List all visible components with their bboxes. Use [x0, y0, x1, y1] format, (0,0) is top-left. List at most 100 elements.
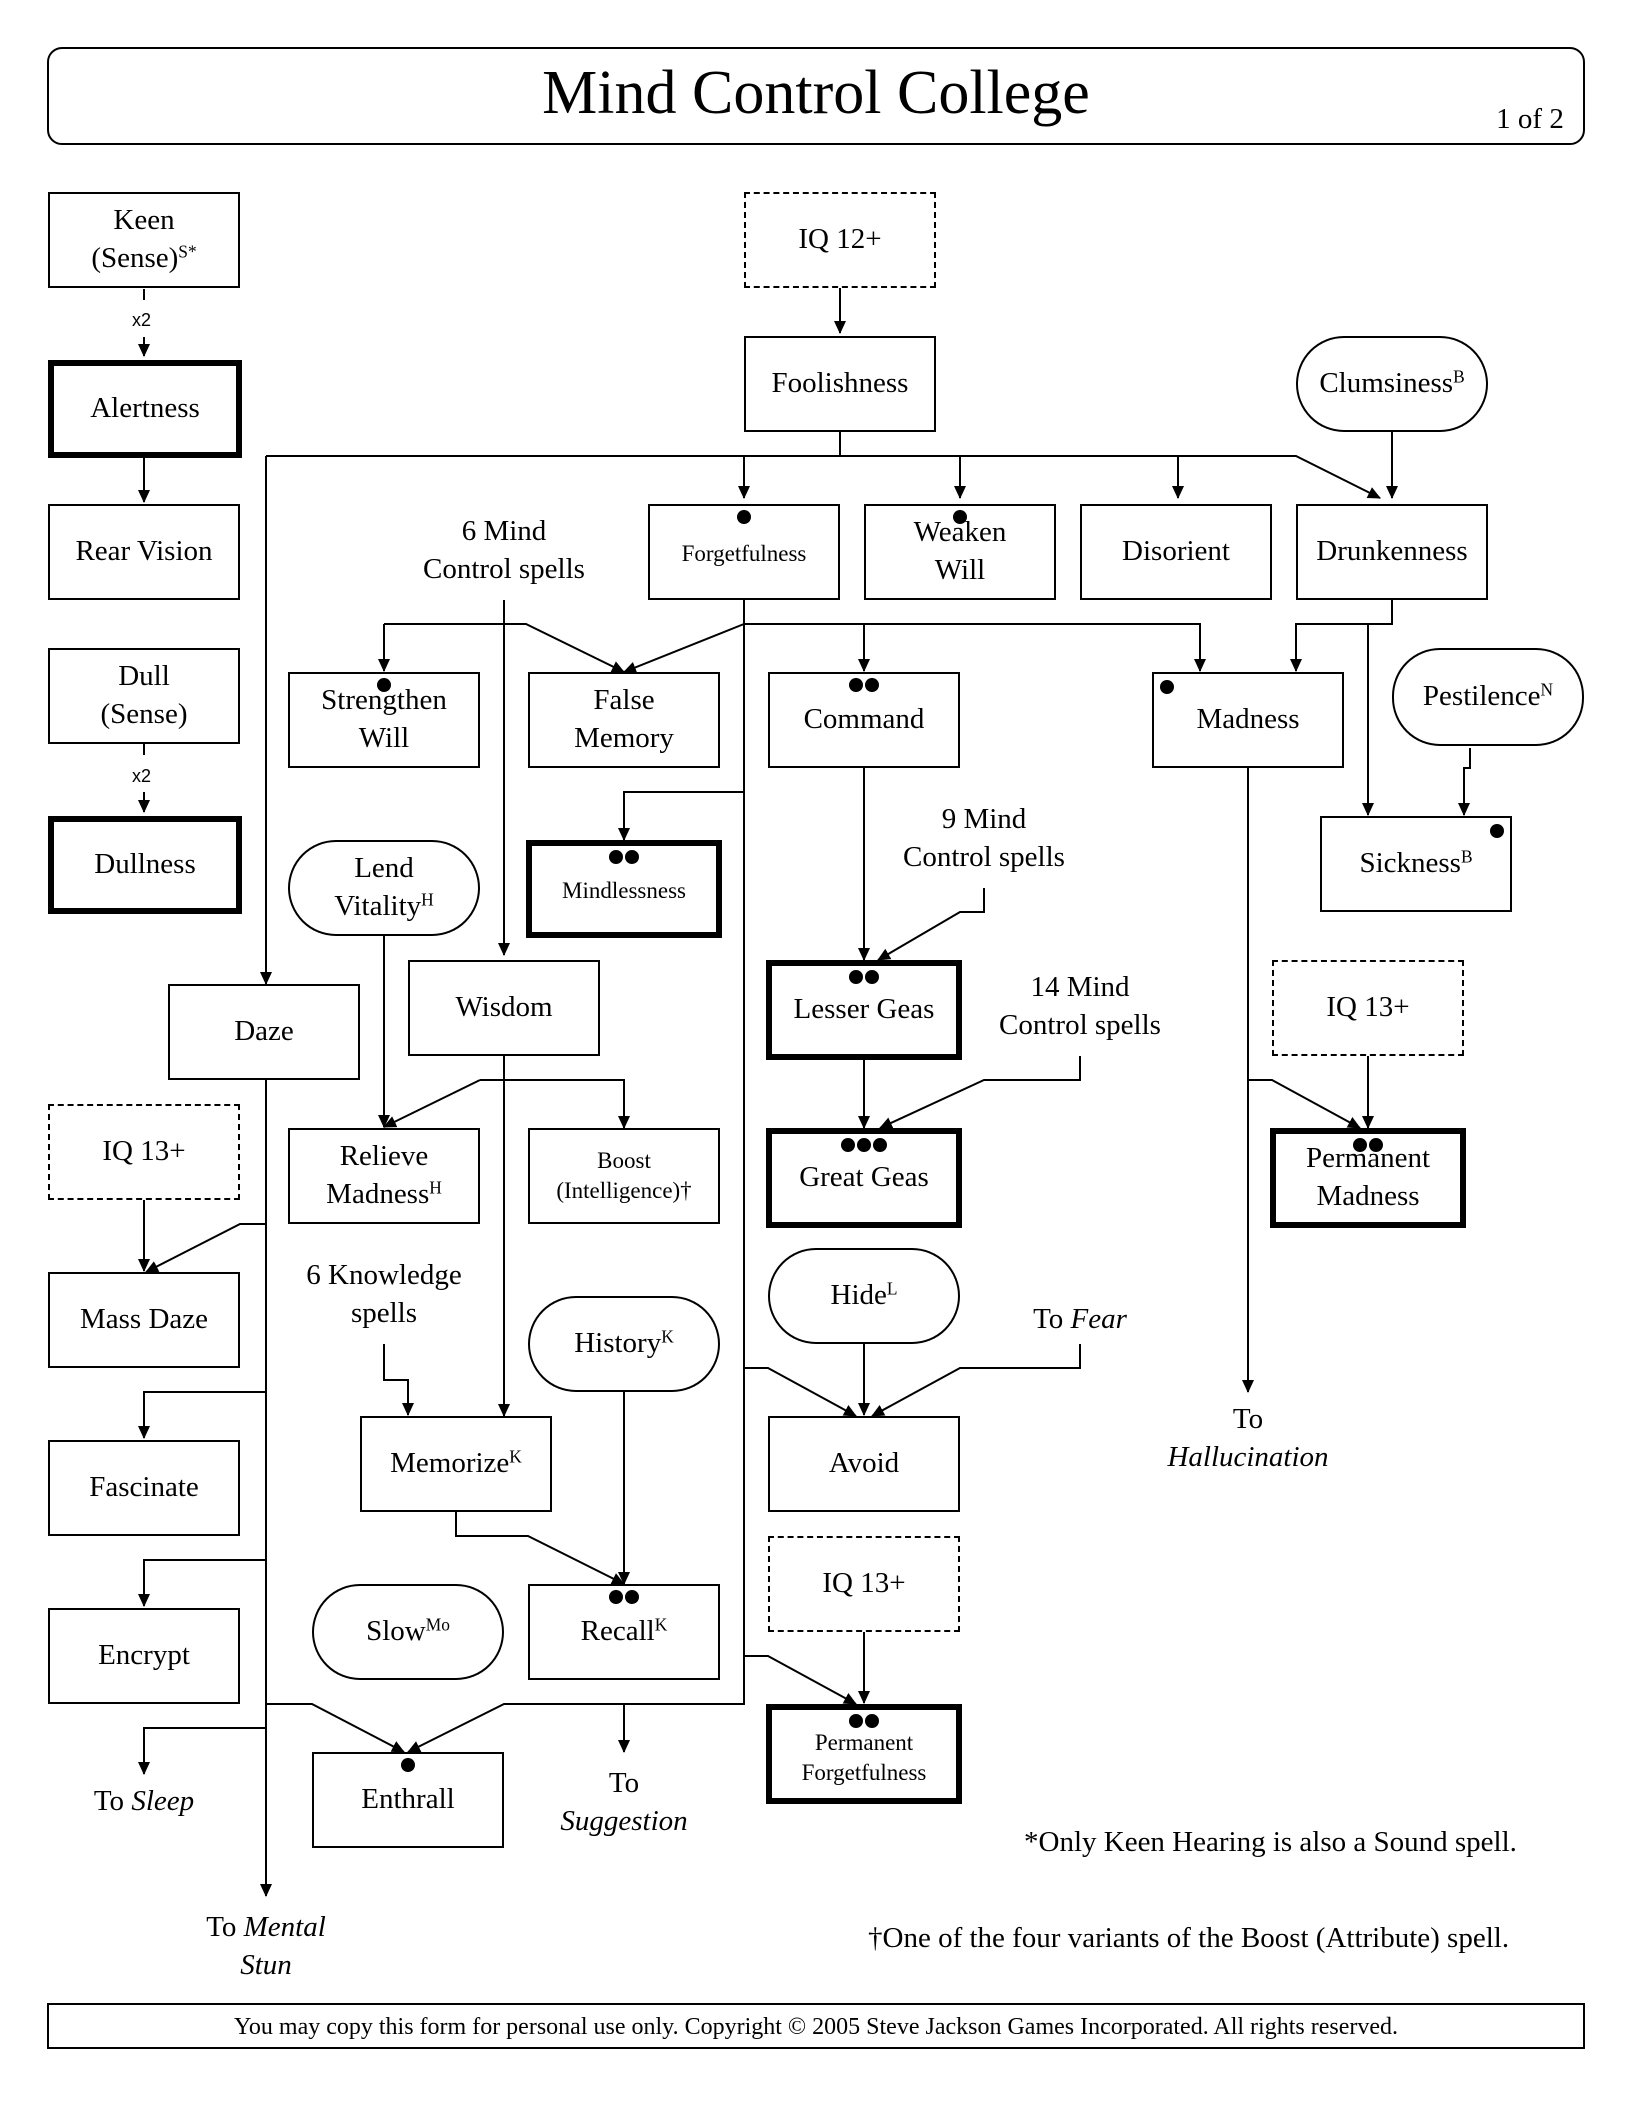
spell-mass-daze[interactable]: Mass Daze	[48, 1272, 240, 1368]
spell-name: Keen	[113, 204, 175, 237]
spell-name: Relieve	[339, 1140, 429, 1173]
spell-enthrall[interactable]: Enthrall	[312, 1752, 504, 1848]
spell-name: Slow	[366, 1615, 426, 1648]
spell-great-geas[interactable]: Great Geas	[766, 1128, 962, 1228]
prereq-dots	[532, 850, 716, 868]
spell-superscript: N	[1540, 679, 1554, 700]
spell-name: Rear Vision	[75, 535, 213, 568]
spell-madness[interactable]: Madness	[1152, 672, 1344, 768]
spell-name: Dull	[118, 660, 170, 693]
multiplier-label: x2	[132, 766, 152, 786]
spell-name: Pestilence	[1422, 680, 1541, 713]
spell-name: Lend	[354, 852, 414, 885]
spell-name: Alertness	[90, 392, 200, 425]
prereq-dots	[1276, 1138, 1460, 1156]
spell-memorize[interactable]: MemorizeK	[360, 1416, 552, 1512]
spell-name: Command	[803, 703, 925, 736]
spell-clumsiness[interactable]: ClumsinessB	[1296, 336, 1488, 432]
spell-name: Fascinate	[89, 1471, 199, 1504]
spell-drunkenness[interactable]: Drunkenness	[1296, 504, 1488, 600]
spell-name: Forgetfulness	[681, 541, 807, 567]
spell-superscript: K	[654, 1614, 668, 1635]
spell-mindlessness[interactable]: Mindlessness	[526, 840, 722, 938]
spell-fascinate[interactable]: Fascinate	[48, 1440, 240, 1536]
prereq-dot	[1490, 824, 1504, 838]
prereq-dots	[772, 1714, 956, 1732]
prereq-dots	[772, 970, 956, 988]
spell-disorient[interactable]: Disorient	[1080, 504, 1272, 600]
spell-keen-sense[interactable]: Keen (Sense)S*	[48, 192, 240, 288]
spell-wisdom[interactable]: Wisdom	[408, 960, 600, 1056]
spell-pestilence[interactable]: PestilenceN	[1392, 648, 1584, 746]
spell-name-line2: (Sense)	[91, 242, 179, 274]
spell-lesser-geas[interactable]: Lesser Geas	[766, 960, 962, 1060]
spell-name: Encrypt	[98, 1639, 190, 1672]
spell-name: Avoid	[828, 1447, 900, 1480]
footnote-keen: *Only Keen Hearing is also a Sound spell…	[1024, 1826, 1517, 1858]
spell-superscript: K	[509, 1446, 522, 1467]
label-to-sleep: To Sleep	[93, 1785, 195, 1817]
spell-name: Great Geas	[799, 1161, 929, 1194]
spell-name: Hide	[830, 1279, 887, 1312]
spell-name-line2: (Sense)	[100, 698, 188, 730]
spell-encrypt[interactable]: Encrypt	[48, 1608, 240, 1704]
spell-history[interactable]: HistoryK	[528, 1296, 720, 1392]
spell-name: Memorize	[390, 1447, 510, 1480]
label-to-fear: To Fear	[1033, 1303, 1127, 1335]
spell-dull-sense[interactable]: Dull (Sense)	[48, 648, 240, 744]
spell-foolishness[interactable]: Foolishness	[744, 336, 936, 432]
prereq-text: IQ 13+	[1326, 991, 1410, 1024]
spell-name: Mindlessness	[562, 878, 686, 904]
page-title: Mind Control College	[542, 59, 1090, 127]
spell-recall[interactable]: RecallK	[528, 1584, 720, 1680]
spell-name: Foolishness	[771, 367, 909, 400]
spell-name-line2: Memory	[574, 722, 674, 754]
spell-alertness[interactable]: Alertness	[48, 360, 242, 458]
spell-name: Dullness	[94, 848, 196, 881]
spell-name: Sickness	[1359, 847, 1461, 880]
spell-name: Clumsiness	[1319, 367, 1454, 400]
header-frame	[47, 47, 1585, 145]
spell-superscript: S*	[178, 241, 197, 262]
spell-dullness[interactable]: Dullness	[48, 816, 242, 914]
prereq-dots	[314, 1758, 502, 1776]
spell-sickness[interactable]: SicknessB	[1320, 816, 1512, 912]
spell-name: Madness	[1196, 703, 1300, 736]
prereq-dot	[1160, 680, 1174, 694]
spell-boost-intelligence[interactable]: Boost (Intelligence)†	[528, 1128, 720, 1224]
prereq-dots	[866, 510, 1054, 528]
spell-slow[interactable]: SlowMo	[312, 1584, 504, 1680]
spell-forgetfulness[interactable]: Forgetfulness	[648, 504, 840, 600]
page-number: 1 of 2	[1496, 103, 1564, 135]
spell-hide[interactable]: HideL	[768, 1248, 960, 1344]
spell-name-line2: (Intelligence)†	[556, 1178, 692, 1203]
spell-name: Mass Daze	[79, 1303, 209, 1336]
spell-name: Boost	[597, 1148, 651, 1174]
spell-name: False	[593, 684, 655, 717]
spell-command[interactable]: Command	[768, 672, 960, 768]
spell-name: Daze	[234, 1015, 294, 1048]
spell-daze[interactable]: Daze	[168, 984, 360, 1080]
spell-avoid[interactable]: Avoid	[768, 1416, 960, 1512]
spell-name: Permanent	[814, 1730, 914, 1756]
spell-superscript: H	[429, 1177, 442, 1198]
prereq-iq-13: IQ 13+	[1272, 960, 1464, 1056]
spell-name: History	[574, 1327, 662, 1360]
prereq-iq-12: IQ 12+	[744, 192, 936, 288]
prereq-dots	[530, 1590, 718, 1608]
footer-frame	[47, 2003, 1585, 2049]
spell-name: Lesser Geas	[793, 993, 935, 1026]
spell-rear-vision[interactable]: Rear Vision	[48, 504, 240, 600]
